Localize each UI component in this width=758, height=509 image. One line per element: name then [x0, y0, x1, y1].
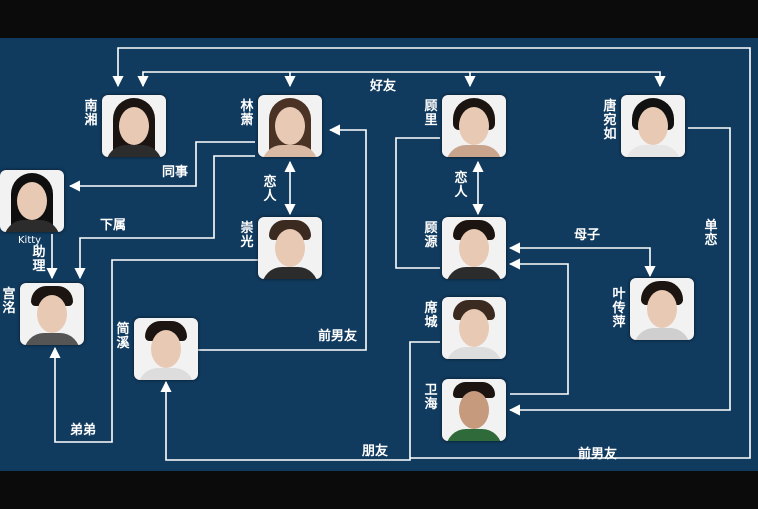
label-ex-xicheng: 前男友 [578, 447, 618, 462]
photo-kitty [0, 170, 64, 232]
line-colleague [68, 141, 255, 192]
photo-linxiao [258, 95, 322, 157]
name-yechuanping: 叶传萍 [612, 287, 626, 330]
label-lovers-lin-chong: 恋人 [263, 175, 277, 204]
name-linxiao: 林萧 [240, 99, 254, 128]
line-brother [49, 259, 258, 443]
line-friends-outer [112, 47, 751, 459]
photo-yechuanping [630, 278, 694, 340]
name-kitty: Kitty [18, 235, 42, 246]
photo-xicheng [442, 297, 506, 359]
line-ex-jianxi [198, 124, 367, 351]
label-subordinate: 下属 [100, 218, 127, 233]
photo-tangwanru [621, 95, 685, 157]
line-unrequited [508, 127, 731, 416]
label-ex-jianxi: 前男友 [318, 329, 358, 344]
photo-nanxiang [102, 95, 166, 157]
relationship-diagram: 南湘 林萧 顾里 唐宛如 Kitty 宫洺 崇光 顾源 叶传萍 简溪 席城 卫海… [0, 38, 758, 471]
photo-guli [442, 95, 506, 157]
photo-weihai [442, 379, 506, 441]
name-nanxiang: 南湘 [84, 99, 98, 128]
label-friend: 朋友 [362, 444, 389, 459]
photo-gongming [20, 283, 84, 345]
connection-lines [46, 47, 751, 461]
line-guyuan-branch [395, 137, 440, 269]
name-xicheng: 席城 [424, 301, 438, 330]
line-subordinate [74, 155, 255, 280]
label-mother-son: 母子 [574, 228, 601, 243]
line-mother-son [508, 242, 656, 278]
label-unrequited: 单恋 [704, 219, 718, 248]
name-gongming: 宫洺 [2, 287, 16, 316]
name-tangwanru: 唐宛如 [603, 99, 617, 142]
name-guyuan: 顾源 [424, 221, 438, 250]
line-weihai-guyuan [508, 258, 569, 395]
label-assistant: 助理 [32, 245, 46, 274]
label-lovers-gu: 恋人 [454, 171, 468, 200]
line-friends-inner [137, 71, 666, 88]
name-jianxi: 简溪 [116, 322, 130, 351]
label-brother: 弟弟 [70, 423, 97, 438]
photo-jianxi [134, 318, 198, 380]
label-friends-top: 好友 [370, 79, 397, 94]
photo-guyuan [442, 217, 506, 279]
name-chongguang: 崇光 [240, 221, 254, 250]
photo-chongguang [258, 217, 322, 279]
name-weihai: 卫海 [424, 383, 438, 412]
line-friend [160, 341, 440, 461]
name-guli: 顾里 [424, 99, 438, 128]
label-colleague: 同事 [162, 165, 189, 180]
